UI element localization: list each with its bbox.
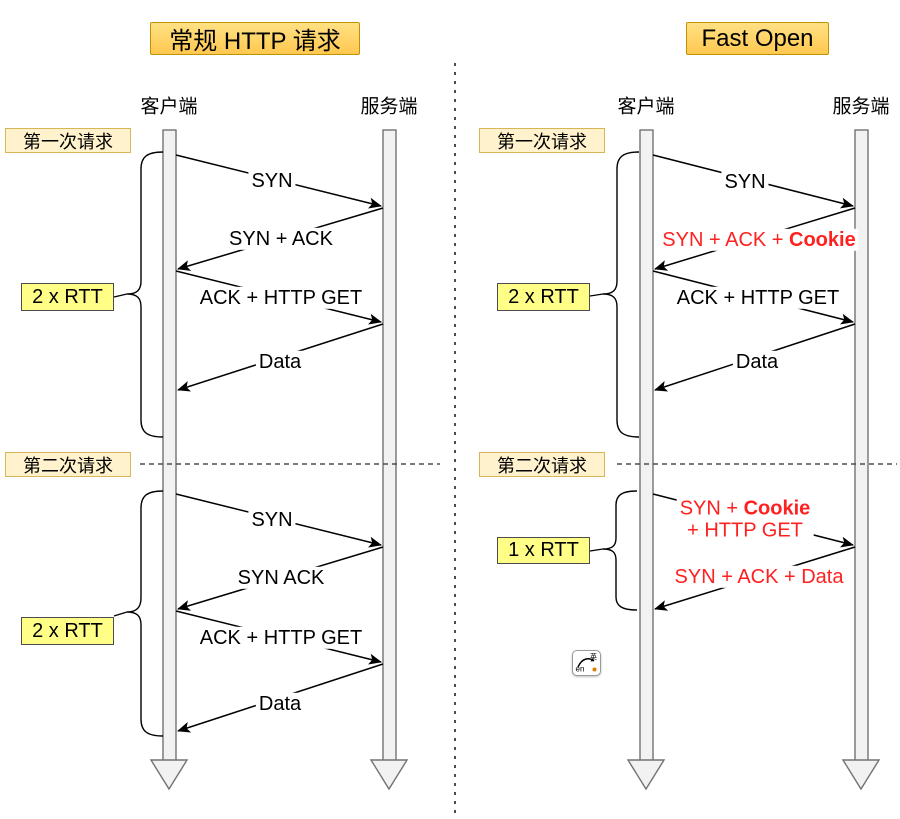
message-label: SYN [721, 170, 769, 194]
brace-right-request1 [602, 151, 640, 438]
message-label: SYN + ACK [226, 227, 336, 251]
left-rtt2-badge: 2 x RTT [21, 617, 114, 645]
lifeline-right-client [626, 129, 666, 791]
right-request2-label: 第二次请求 [479, 452, 605, 477]
message-label: SYN [248, 508, 296, 532]
message-text-bold: Cookie [743, 497, 811, 520]
message-label: ACK + HTTP GET [196, 286, 366, 310]
right-rtt1-badge: 2 x RTT [497, 283, 590, 311]
message-line1: SYN + Cookie [680, 498, 811, 520]
ime-status-dot [592, 667, 597, 672]
connector-right-rtt1 [589, 293, 604, 297]
message-text-bold: Cookie [789, 228, 856, 251]
connector-right-rtt2 [589, 548, 604, 552]
message-label: ACK + HTTP GET [673, 286, 843, 310]
message-text: SYN + ACK + [662, 228, 790, 251]
message-label-red: SYN + ACK + Data [671, 565, 847, 589]
left-client-header: 客户端 [140, 96, 198, 118]
message-label: Data [255, 350, 305, 374]
message-text: SYN + [679, 497, 744, 520]
connector-left-rtt1 [113, 293, 128, 298]
right-client-header: 客户端 [617, 96, 675, 118]
lifeline-left-server [369, 129, 409, 791]
ime-language-badge[interactable]: en 英 [572, 650, 601, 676]
connector-left-rtt2 [113, 611, 128, 617]
right-panel-title: Fast Open [686, 22, 829, 55]
brace-left-request2 [126, 490, 164, 737]
ime-language-icon: en 英 [576, 652, 598, 674]
right-server-header: 服务端 [832, 96, 890, 118]
lifeline-right-server [841, 129, 881, 791]
message-line2: + HTTP GET [687, 520, 803, 542]
message-label: ACK + HTTP GET [196, 626, 366, 650]
message-label: SYN ACK [234, 566, 328, 590]
left-request1-label: 第一次请求 [5, 128, 131, 153]
ime-char-text: 英 [590, 652, 597, 661]
message-label-red: SYN + ACK + Cookie [659, 228, 859, 252]
right-request1-label: 第一次请求 [479, 128, 605, 153]
brace-left-request1 [126, 151, 164, 438]
left-request2-label: 第二次请求 [5, 452, 131, 477]
message-label: Data [732, 350, 782, 374]
brace-right-request2 [602, 490, 638, 611]
left-panel-title: 常规 HTTP 请求 [150, 22, 360, 55]
ime-lang-text: en [576, 665, 585, 674]
message-label: Data [255, 692, 305, 716]
lifeline-left-client [149, 129, 189, 791]
left-server-header: 服务端 [360, 96, 418, 118]
right-rtt2-badge: 1 x RTT [497, 537, 590, 564]
message-label: SYN [248, 169, 296, 193]
message-label-red: SYN + Cookie + HTTP GET [676, 497, 814, 543]
left-rtt1-badge: 2 x RTT [21, 283, 114, 311]
